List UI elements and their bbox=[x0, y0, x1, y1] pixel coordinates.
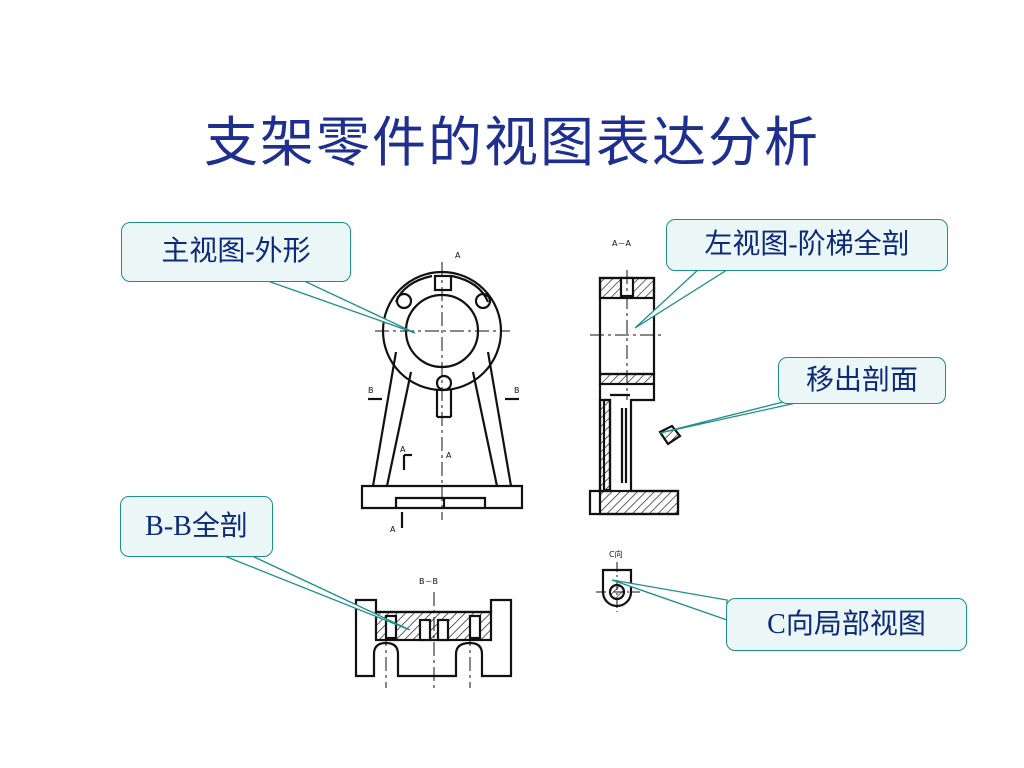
label-b-b: B－B bbox=[419, 577, 438, 586]
callout-removed-section: 移出剖面 bbox=[778, 357, 946, 404]
left-view bbox=[588, 276, 682, 516]
callout-c-view: C向局部视图 bbox=[726, 598, 967, 651]
label-b-right: B bbox=[514, 386, 520, 395]
callout-pointers bbox=[221, 267, 806, 631]
label-b-left: B bbox=[368, 386, 374, 395]
callout-left-view: 左视图-阶梯全剖 bbox=[666, 219, 948, 271]
slide-title: 支架零件的视图表达分析 bbox=[204, 113, 820, 173]
label-a-bottom: A bbox=[390, 525, 396, 534]
label-a-mid-right: A bbox=[446, 451, 452, 460]
label-a-a: A－A bbox=[612, 239, 631, 248]
callout-bb-section: B-B全剖 bbox=[120, 496, 273, 557]
callout-front-view: 主视图-外形 bbox=[121, 222, 351, 282]
label-c-view: C向 bbox=[609, 549, 623, 559]
label-a-top: A bbox=[455, 251, 461, 260]
label-a-mid-left: A bbox=[400, 445, 406, 454]
